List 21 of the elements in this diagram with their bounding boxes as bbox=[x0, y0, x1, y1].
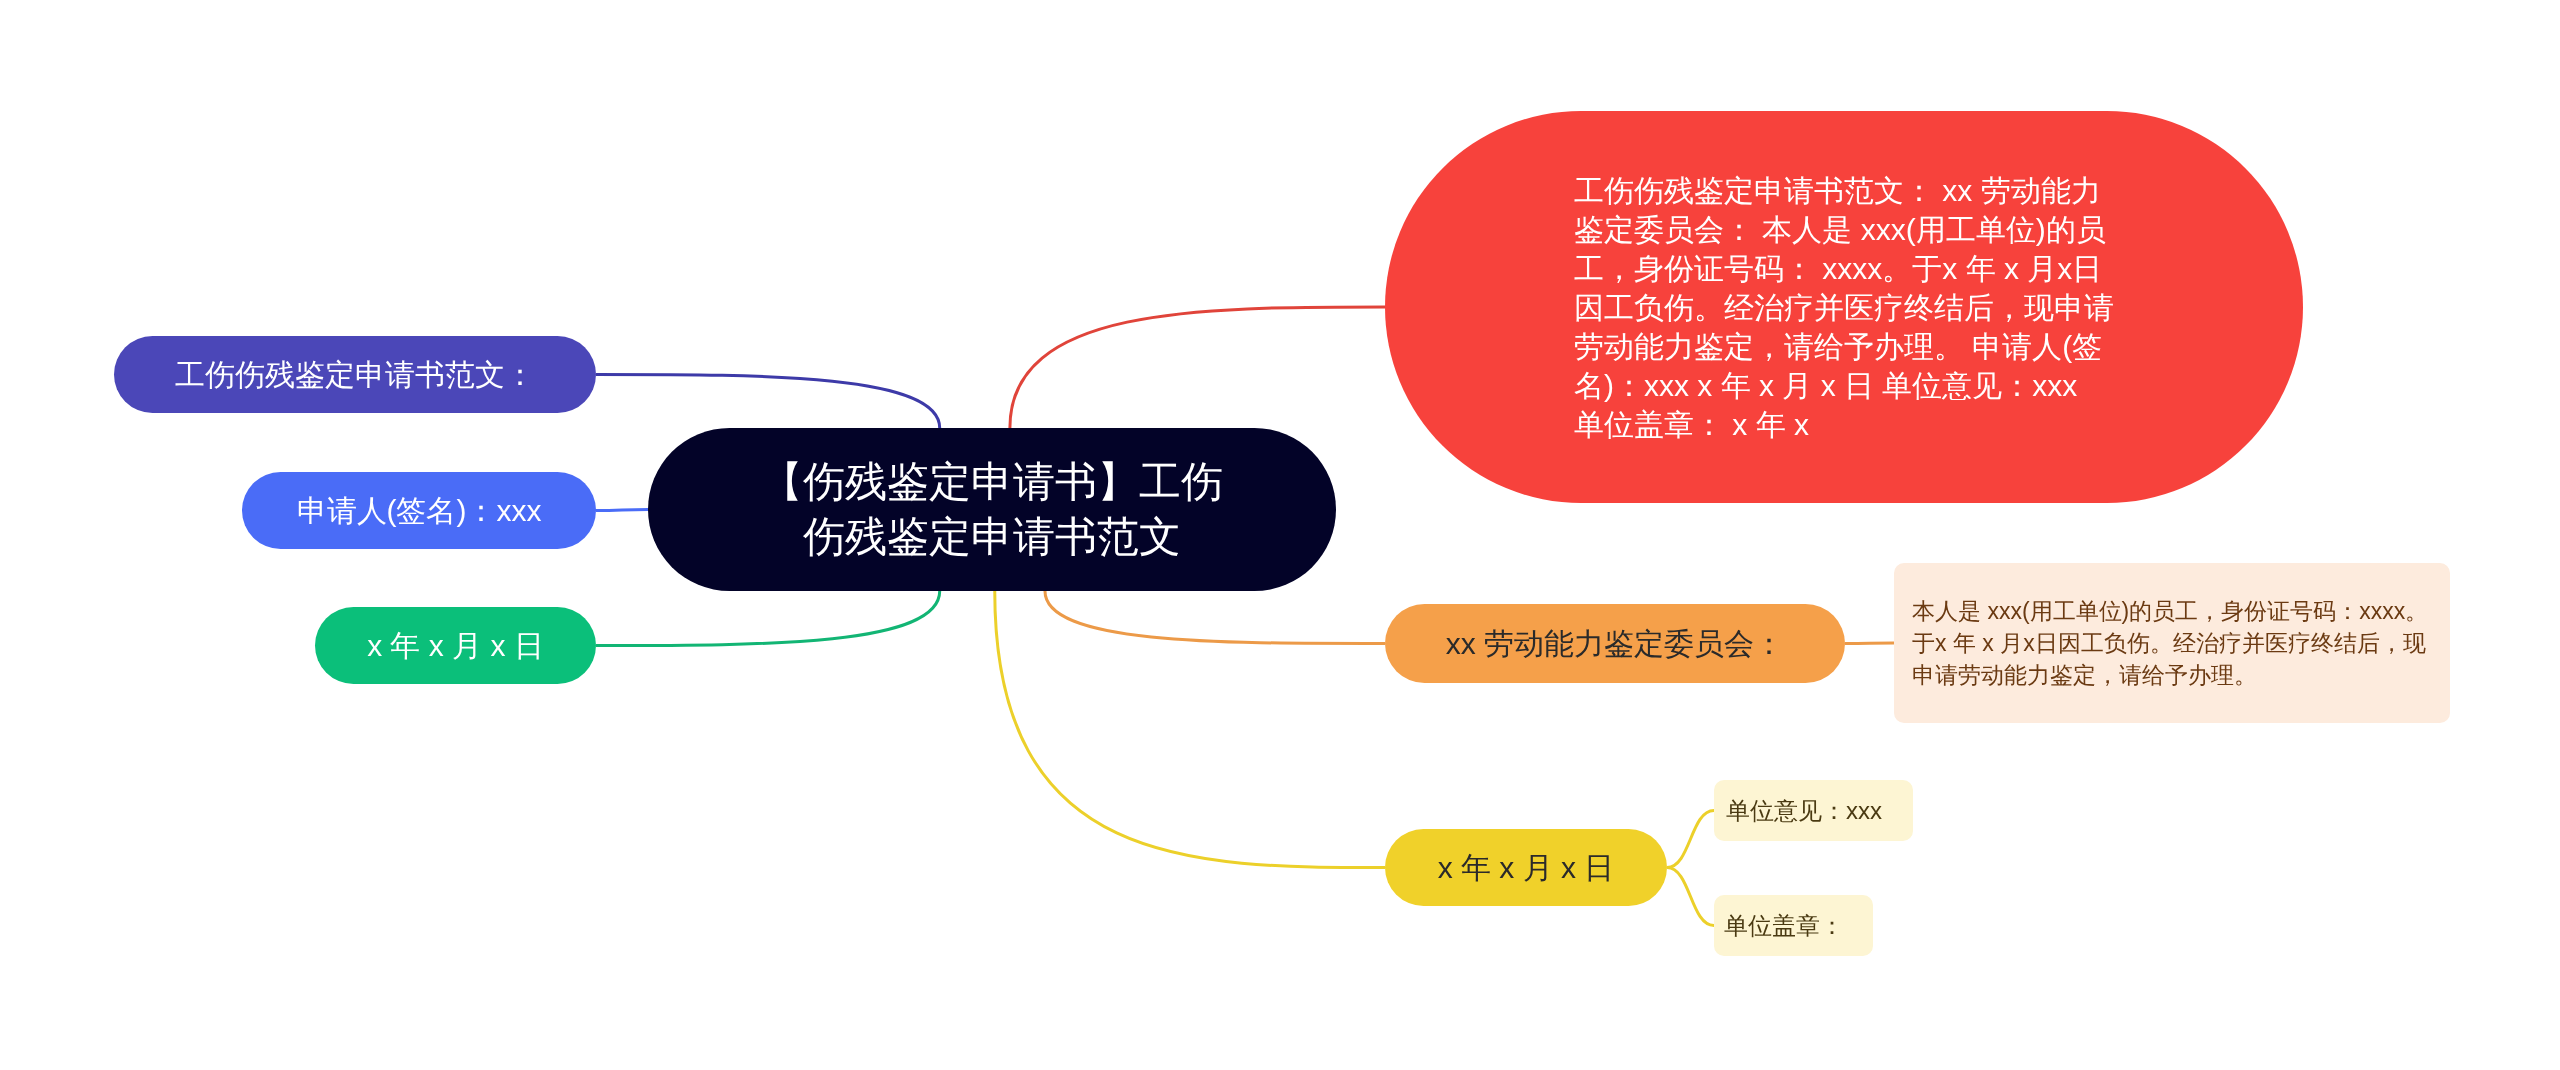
connector-line bbox=[596, 508, 648, 512]
node-text: x 年 x 月 x 日 bbox=[366, 628, 545, 664]
subtopic-card bbox=[1714, 895, 1873, 956]
node-text: 工伤伤残鉴定申请书范文： xx 劳动能力鉴定委员会： 本人是 xxx(用工单位)的员工，身份证号码： xxxx。于x 年 x 月x日因工负伤。经治疗并医疗终结后，现申请劳动能力鉴定，请给予办理。 申请人(签名)：xxx x 年 x 月 x 日 单位意见：xxx 单位盖章： x 年 x bbox=[1574, 172, 2114, 443]
node-text: 【伤残鉴定申请书】工伤伤残鉴定申请书范文 bbox=[760, 456, 1224, 562]
connector-line bbox=[1845, 641, 1894, 645]
node-text: 申请人(签名)：xxx bbox=[295, 493, 543, 529]
connector-line bbox=[1666, 866, 1715, 927]
node-text: x 年 x 月 x 日 bbox=[1436, 850, 1616, 886]
connector-line bbox=[596, 590, 942, 647]
connector-line bbox=[1043, 590, 1385, 645]
node-text: 工伤伤残鉴定申请书范文： bbox=[174, 357, 536, 393]
connector-line bbox=[1008, 305, 1385, 429]
node-text: xx 劳动能力鉴定委员会： bbox=[1444, 626, 1786, 662]
connector-line bbox=[993, 590, 1385, 869]
node-text: 单位意见：xxx bbox=[1726, 795, 1883, 826]
node-text: 单位盖章： bbox=[1723, 910, 1845, 941]
connector-line bbox=[596, 373, 942, 429]
subtopic-card bbox=[1714, 780, 1913, 841]
node-text: 本人是 xxx(用工单位)的员工，身份证号码：xxxx。于x 年 x 月x日因工负伤。经治疗并医疗终结后，现申请劳动能力鉴定，请给予办理。 bbox=[1912, 596, 2430, 691]
note-card bbox=[1894, 563, 2450, 723]
